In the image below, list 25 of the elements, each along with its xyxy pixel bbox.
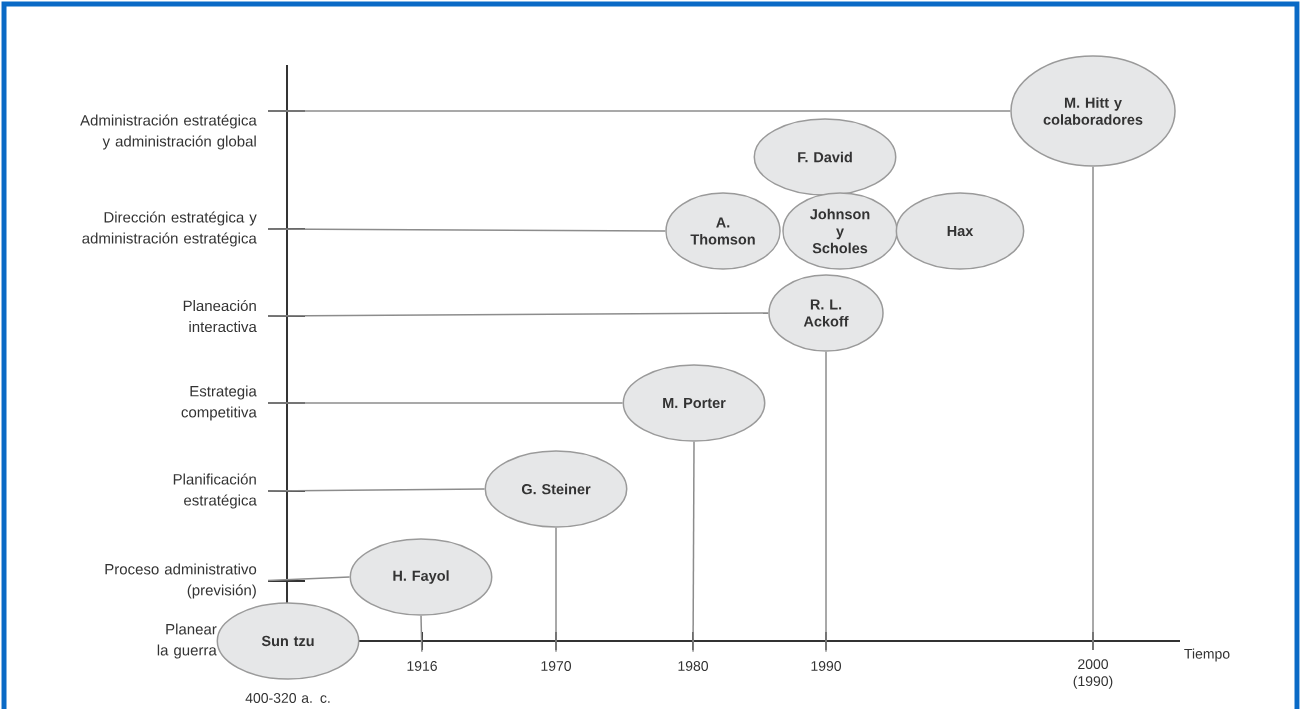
connector-line bbox=[267, 402, 624, 404]
year-label: 2000 (1990) bbox=[1073, 659, 1113, 689]
connector-line bbox=[692, 441, 695, 653]
category-label: Administración estratégica y administración global bbox=[80, 114, 257, 150]
axis-label: Tiempo bbox=[1184, 648, 1230, 662]
connector-line bbox=[267, 576, 351, 582]
connector-line bbox=[267, 488, 486, 492]
connector-line bbox=[825, 351, 827, 653]
year-label: 400-320 a. c. bbox=[245, 693, 330, 703]
connector-line bbox=[267, 228, 666, 232]
year-label: 1980 bbox=[678, 661, 709, 671]
year-label: 1990 bbox=[811, 661, 842, 671]
connector-line bbox=[267, 110, 1011, 112]
category-label: Planear la guerra bbox=[157, 623, 217, 659]
year-label: 1916 bbox=[407, 661, 437, 671]
connector-line bbox=[555, 527, 557, 653]
connector-line bbox=[1092, 166, 1094, 651]
category-label: Proceso administrativo (previsión) bbox=[105, 563, 257, 599]
connector-line bbox=[267, 312, 769, 317]
category-label: Planificación estratégica bbox=[173, 473, 257, 509]
category-label: Estrategia competitiva bbox=[181, 385, 257, 421]
category-label: Dirección estratégica y administración estratégica bbox=[82, 211, 257, 247]
connector-line bbox=[420, 615, 423, 653]
category-label: Planeación interactiva bbox=[183, 299, 257, 333]
year-label: 1970 bbox=[541, 661, 572, 671]
